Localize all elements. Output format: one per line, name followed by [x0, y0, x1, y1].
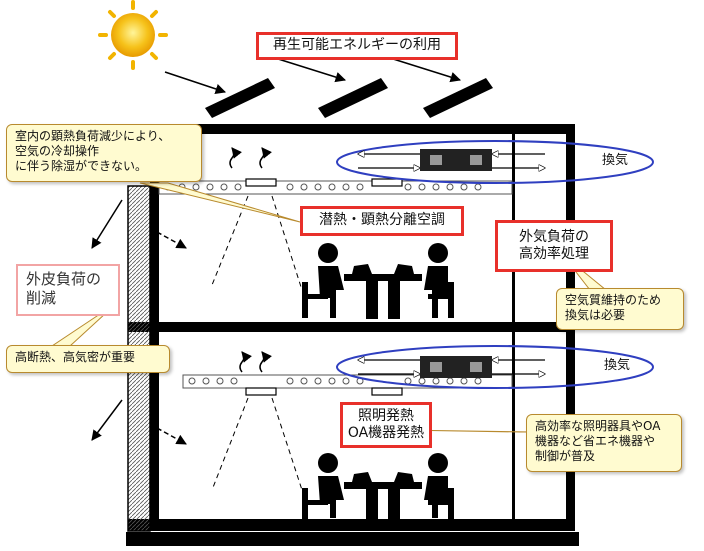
ventilation-flow-upper	[358, 154, 545, 168]
efficient-line3: 制御が普及	[535, 449, 596, 463]
envelope-load-label: 外皮負荷の 削減	[16, 264, 120, 316]
airquality-line1: 空気質維持のため	[565, 293, 662, 307]
ventilation-ellipse-upper	[336, 140, 654, 184]
air-quality-callout: 空気質維持のため 換気は必要	[556, 288, 684, 330]
fan-unit-icon	[420, 356, 492, 378]
envelope-load-line1: 外皮負荷の	[26, 270, 102, 288]
dehumid-line3: に伴う除湿ができない。	[15, 159, 148, 173]
latent-sensible-text: 潜熱・顕熱分離空調	[319, 212, 445, 229]
outdoor-load-line1: 外気負荷の	[519, 228, 589, 245]
sun-ray-arrows	[164, 57, 462, 94]
outdoor-load-label: 外気負荷の 高効率処理	[495, 220, 613, 272]
renewable-energy-text: 再生可能エネルギーの利用	[273, 37, 441, 54]
light-cones	[211, 195, 303, 491]
solar-panel-icon	[205, 78, 493, 118]
ventilation-flow-lower	[358, 360, 545, 374]
envelope-load-line2: 削減	[26, 288, 57, 307]
lighting-heat-line1: 照明発熱	[358, 407, 414, 424]
lighting-heat-label: 照明発熱 OA機器発熱	[340, 402, 432, 448]
outdoor-load-line2: 高効率処理	[519, 246, 589, 262]
efficient-line2: 機器など省エネ機器や	[535, 434, 656, 448]
ventilation-label-upper: 換気	[602, 153, 629, 168]
sun-icon	[98, 0, 168, 70]
ventilation-ellipse-lower	[336, 345, 654, 389]
insulation-text: 高断熱、高気密が重要	[15, 350, 136, 364]
dehumid-line2: 空気の冷却操作	[15, 144, 100, 158]
ceiling-duct-upper	[158, 178, 513, 195]
person-at-desk-icon	[302, 453, 454, 519]
insulation-callout: 高断熱、高気密が重要	[6, 345, 170, 373]
latent-sensible-label: 潜熱・顕熱分離空調	[300, 206, 464, 236]
lighting-heat-line2: OA機器発熱	[347, 425, 425, 441]
dehumidification-callout: 室内の顕熱負荷減少により、 空気の冷却操作 に伴う除湿ができない。	[6, 124, 202, 182]
fan-unit-icon	[420, 149, 492, 171]
person-at-desk-icon	[302, 243, 454, 319]
heat-flow-arrows	[91, 199, 187, 445]
ceiling-duct-lower	[182, 374, 513, 396]
renewable-energy-label: 再生可能エネルギーの利用	[256, 32, 458, 60]
efficient-equipment-callout: 高効率な照明器具やOA 機器など省エネ機器や 制御が普及	[526, 414, 682, 472]
ventilation-label-lower: 換気	[604, 358, 631, 373]
dehumid-line1: 室内の顕熱負荷減少により、	[15, 129, 171, 143]
efficient-line1: 高効率な照明器具やOA	[535, 419, 661, 433]
airquality-line2: 換気は必要	[565, 308, 626, 322]
heat-wave-icon	[229, 147, 273, 373]
